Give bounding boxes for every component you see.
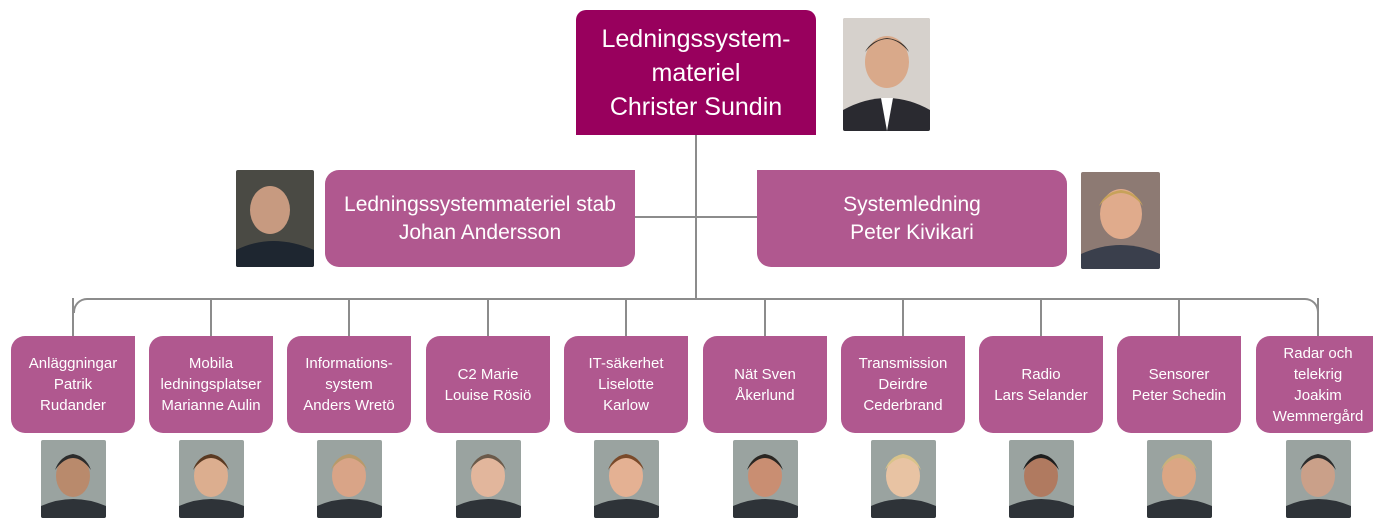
unit-4-line-0: IT-säkerhet (588, 355, 664, 372)
unit-7-line-0: Radio (1021, 365, 1061, 383)
portrait-unit-5 (733, 440, 798, 518)
unit-4-line-1: Liselotte (598, 376, 654, 393)
connector-unit-5 (764, 298, 766, 336)
staff-box[interactable]: Ledningssystemmateriel stab Johan Anders… (325, 170, 635, 267)
portrait-unit-2 (317, 440, 382, 518)
portrait-unit-7 (1009, 440, 1074, 518)
connector-unit-8 (1178, 298, 1180, 336)
portrait-unit-4 (594, 440, 659, 518)
staff-line-1: Ledningssystemmateriel stab (344, 192, 616, 216)
portrait-unit-0 (41, 440, 106, 518)
unit-2-line-1: system (325, 376, 373, 393)
connector-unit-6 (902, 298, 904, 336)
unit-2-line-0: Informations- (305, 355, 393, 372)
connector-unit-0 (72, 298, 74, 336)
unit-9-line-2: Joakim (1294, 386, 1342, 404)
connector-staff (634, 216, 697, 218)
connector-bus (73, 298, 1319, 313)
unit-0-line-2: Rudander (40, 397, 106, 414)
connector-unit-9 (1317, 298, 1319, 336)
portrait-unit-9 (1286, 440, 1351, 518)
unit-1-line-2: Marianne Aulin (161, 397, 261, 414)
unit-1-line-0: Mobila (188, 355, 234, 372)
unit-0-line-1: Patrik (53, 376, 93, 393)
unit-9-line-0: Radar och (1283, 344, 1353, 362)
systems-line-1: Systemledning (843, 192, 981, 216)
portrait-unit-1 (179, 440, 244, 518)
unit-3-line-0: C2 Marie (457, 365, 519, 383)
unit-5-line-0: Nät Sven (734, 365, 796, 383)
portrait-systems (1081, 172, 1160, 269)
connector-systems (695, 216, 758, 218)
portrait-root (843, 18, 930, 131)
portrait-staff (236, 170, 314, 267)
unit-9-line-3: Wemmergård (1272, 407, 1364, 425)
connector-unit-2 (348, 298, 350, 336)
root-line-2: materiel (651, 58, 741, 87)
unit-7-line-1: Lars Selander (994, 386, 1088, 404)
unit-1-line-1: ledningsplatser (160, 376, 262, 393)
connector-unit-7 (1040, 298, 1042, 336)
root-line-1: Ledningssystem- (601, 24, 791, 53)
root-box-ledningssystemmateriel[interactable]: Ledningssystem- materiel Christer Sundin (576, 10, 816, 135)
connector-unit-1 (210, 298, 212, 336)
unit-4-line-2: Karlow (603, 397, 649, 414)
unit-2-line-2: Anders Wretö (303, 397, 395, 414)
connector-unit-3 (487, 298, 489, 336)
portrait-unit-8 (1147, 440, 1212, 518)
systems-line-2: Peter Kivikari (850, 220, 974, 244)
portrait-unit-6 (871, 440, 936, 518)
unit-8-line-1: Peter Schedin (1131, 386, 1227, 404)
staff-line-2: Johan Andersson (398, 220, 562, 244)
systems-box[interactable]: Systemledning Peter Kivikari (757, 170, 1067, 267)
unit-8-line-0: Sensorer (1148, 365, 1210, 383)
unit-0-line-0: Anläggningar (28, 355, 118, 372)
portrait-unit-3 (456, 440, 521, 518)
connector-unit-4 (625, 298, 627, 336)
root-line-3: Christer Sundin (609, 92, 783, 121)
unit-5-line-1: Åkerlund (735, 386, 795, 404)
unit-6-line-1: Deirdre (878, 376, 928, 393)
unit-6-line-2: Cederbrand (863, 397, 943, 414)
unit-6-line-0: Transmission (858, 355, 948, 372)
unit-9-line-1: telekrig (1293, 365, 1343, 383)
unit-3-line-1: Louise Rösiö (444, 386, 532, 404)
